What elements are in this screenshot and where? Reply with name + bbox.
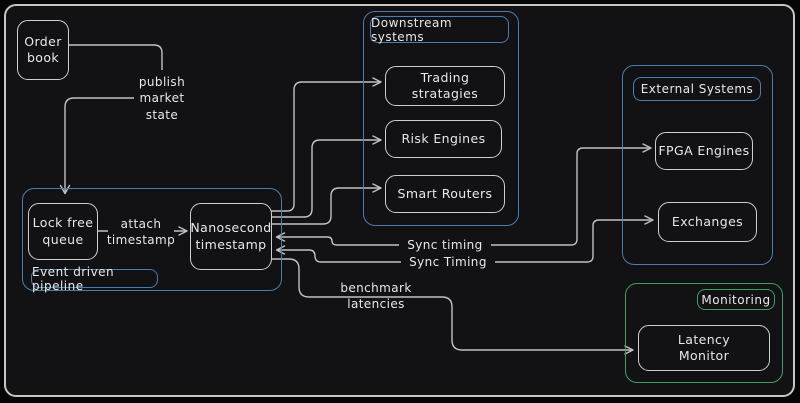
edge-label-sync-timing-upper: Sync Timing [401, 254, 495, 271]
label-monitoring[interactable]: Monitoring [697, 289, 775, 310]
node-trading-strategies[interactable]: Trading stratagies [385, 66, 505, 106]
node-risk-engines[interactable]: Risk Engines [385, 120, 502, 158]
container-downstream-systems[interactable] [363, 11, 519, 226]
label-external-systems[interactable]: External Systems [633, 77, 761, 101]
monitoring-title: Monitoring [701, 292, 771, 307]
label-downstream-systems[interactable]: Downstream systems [370, 15, 509, 44]
downstream-title: Downstream systems [371, 15, 453, 44]
edge-label-publish-market-state: publish market state [134, 70, 190, 127]
container-external-systems[interactable] [622, 65, 773, 265]
node-latency-monitor[interactable]: Latency Monitor [638, 325, 770, 371]
node-nanosecond-timestamp[interactable]: Nanosecond timestamp [190, 203, 272, 270]
node-exchanges[interactable]: Exchanges [658, 202, 757, 242]
edge-label-attach-timestamp: attach timestamp [107, 214, 175, 250]
event-pipeline-title: Event driven pipeline [32, 264, 115, 293]
node-lock-free-queue[interactable]: Lock free queue [28, 203, 98, 260]
container-event-driven-pipeline[interactable] [22, 188, 282, 291]
edge-label-benchmark-latencies: benchmark latencies [340, 281, 412, 312]
node-smart-routers[interactable]: Smart Routers [385, 175, 505, 213]
node-fpga-engines[interactable]: FPGA Engines [655, 132, 753, 170]
external-title: External Systems [640, 82, 754, 96]
label-event-driven-pipeline[interactable]: Event driven pipeline [31, 265, 158, 293]
edge-label-sync-timing-lower: Sync timing [399, 237, 491, 254]
node-order-book[interactable]: Order book [17, 20, 69, 80]
container-monitoring[interactable] [625, 283, 783, 383]
